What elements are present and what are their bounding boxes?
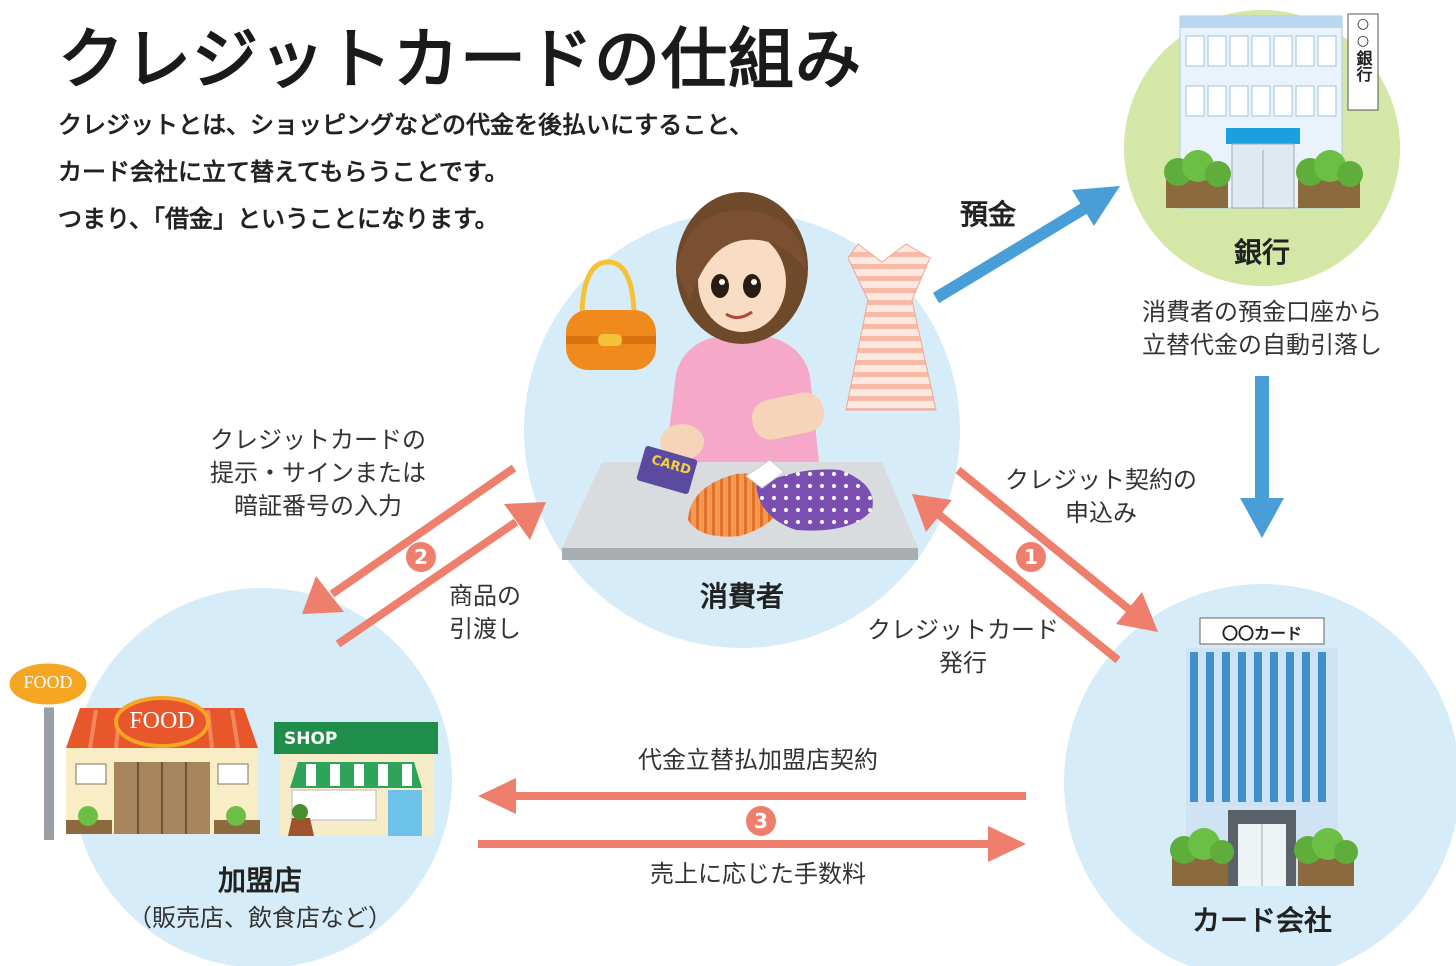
bank-sign-text: 銀行 (1353, 50, 1373, 82)
present-card-line: クレジットカードの (210, 426, 426, 454)
step-one-badge: 1 (1016, 542, 1046, 572)
food-store-sign: FOOD (129, 708, 195, 734)
intro-line: カード会社に立て替えてもらうことです。 (58, 158, 509, 186)
apply-contract-line: 申込み (1065, 499, 1137, 527)
food-pole-sign: FOOD (23, 672, 73, 692)
merchant-contract-label: 代金立替払加盟店契約 (638, 746, 878, 774)
merchant-circle (72, 588, 452, 966)
food-store-icon (6, 660, 260, 840)
intro-line: つまり、「借金」ということになります。 (58, 205, 499, 233)
card-company-label: カード会社 (1191, 904, 1332, 937)
deliver-goods-label: 商品の 引渡し (430, 580, 540, 646)
issue-card-label: クレジットカード 発行 (858, 614, 1068, 680)
deliver-goods-line: 引渡し (449, 615, 521, 643)
bank-sign-circles: ○○ (1356, 16, 1370, 49)
bank-debit-line: 立替代金の自動引落し (1142, 331, 1382, 359)
fee-label: 売上に応じた手数料 (650, 860, 866, 888)
step-two-badge: 2 (406, 542, 436, 572)
issue-card-line: クレジットカード (867, 616, 1059, 644)
deposit-arrowhead (1072, 186, 1120, 226)
shop-store-icon (274, 722, 438, 836)
intro-text: クレジットとは、ショッピングなどの代金を後払いにすること、 カード会社に立て替え… (58, 102, 753, 243)
card-company-building-icon (1170, 617, 1358, 886)
bank-sign: ○○ 銀行 (1348, 16, 1378, 82)
page-title: クレジットカードの仕組み (58, 21, 862, 98)
arrows (302, 186, 1284, 862)
consumer-label: 消費者 (699, 580, 784, 613)
consumer-illustration (562, 192, 937, 560)
debit-arrowhead (1240, 498, 1284, 538)
deposit-label: 預金 (959, 198, 1016, 231)
card-company-sign: 〇〇カード (1221, 624, 1302, 643)
intro-line: クレジットとは、ショッピングなどの代金を後払いにすること、 (58, 111, 754, 139)
present-card-line: 暗証番号の入力 (234, 492, 402, 520)
shop-store-sign: SHOP (284, 729, 338, 749)
apply-contract-label: クレジット契約の 申込み (996, 464, 1206, 530)
bank-label: 銀行 (1233, 236, 1290, 269)
present-card-line: 提示・サインまたは (210, 459, 426, 487)
apply-contract-line: クレジット契約の (1005, 466, 1197, 494)
deposit-arrow (932, 200, 1092, 304)
merchant-label: 加盟店 (217, 864, 302, 897)
issue-card-line: 発行 (939, 649, 987, 677)
bank-debit-line: 消費者の預金口座から (1142, 298, 1382, 326)
step-three-badge: 3 (746, 806, 776, 836)
bank-debit-label: 消費者の預金口座から 立替代金の自動引落し (1126, 296, 1398, 362)
merchant-sublabel: （販売店、飲食店など） (128, 904, 392, 932)
present-card-label: クレジットカードの 提示・サインまたは 暗証番号の入力 (198, 424, 438, 523)
deliver-goods-line: 商品の (449, 582, 521, 610)
bank-building-icon (1164, 13, 1379, 209)
